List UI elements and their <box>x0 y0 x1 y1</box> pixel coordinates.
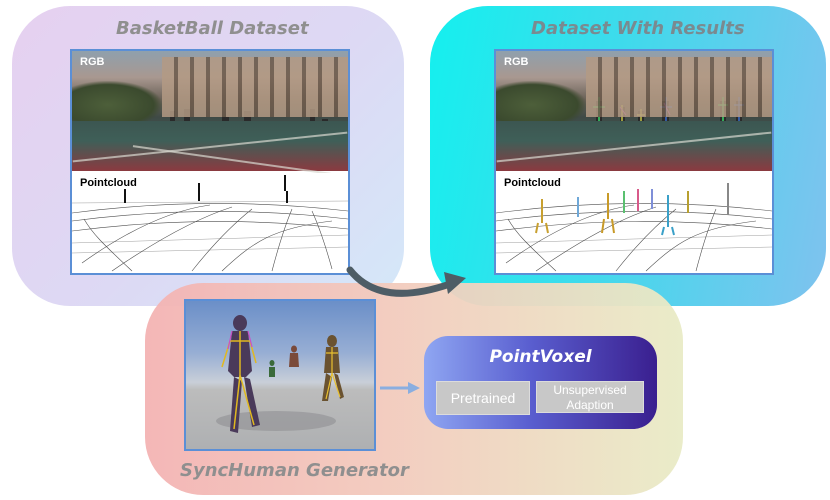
pointvoxel-title: PointVoxel <box>489 347 592 367</box>
pointcloud-label: Pointcloud <box>504 177 561 189</box>
dataset-with-results-title: Dataset With Results <box>531 18 745 39</box>
rgb-image: RGB <box>72 51 348 175</box>
pointvoxel-box: PointVoxel Pretrained Unsupervised Adapt… <box>424 336 657 429</box>
basketball-dataset-frame: RGB Pointcloud <box>70 49 350 275</box>
pointcloud-image: Pointcloud <box>72 173 348 273</box>
rgb-label: RGB <box>504 56 529 68</box>
pretrained-step: Pretrained <box>436 381 530 415</box>
curved-arrow-icon <box>346 266 466 297</box>
synchuman-generator-title: SyncHuman Generator <box>180 460 409 481</box>
synchuman-render-frame <box>184 299 376 451</box>
rgb-image-with-poses: RGB <box>496 51 772 171</box>
unsupervised-adaption-label: Unsupervised Adaption <box>553 383 627 412</box>
pointcloud-label: Pointcloud <box>80 177 137 189</box>
pointcloud-image-with-poses: Pointcloud <box>496 173 772 273</box>
rgb-label: RGB <box>80 56 105 68</box>
right-arrow-icon <box>380 382 420 394</box>
unsupervised-adaption-step: Unsupervised Adaption <box>536 381 644 413</box>
basketball-dataset-title: BasketBall Dataset <box>116 18 309 39</box>
dataset-with-results-frame: RGB <box>494 49 774 275</box>
